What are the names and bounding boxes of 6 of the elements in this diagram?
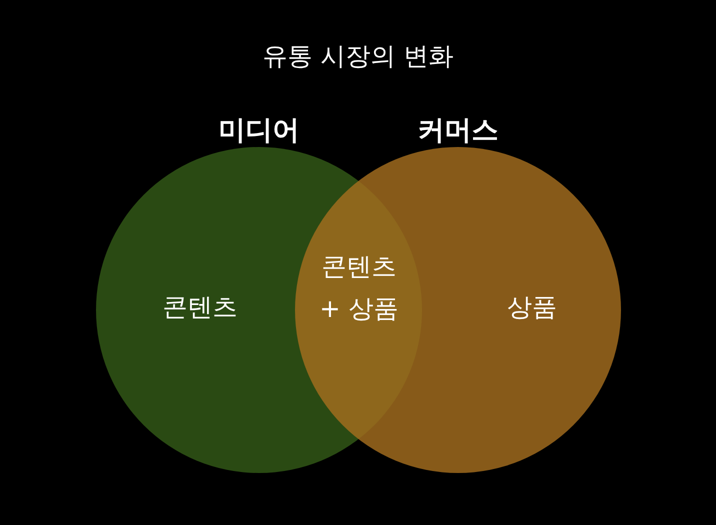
circle-heading: 미디어: [218, 114, 300, 148]
circle-heading: 커머스: [418, 114, 498, 148]
circle-label: 상품: [507, 292, 557, 324]
circle-label: 콘텐츠: [162, 292, 238, 324]
overlap-label: 콘텐츠 + 상품: [319, 251, 399, 325]
diagram-title: 유통 시장의 변화: [262, 40, 454, 72]
